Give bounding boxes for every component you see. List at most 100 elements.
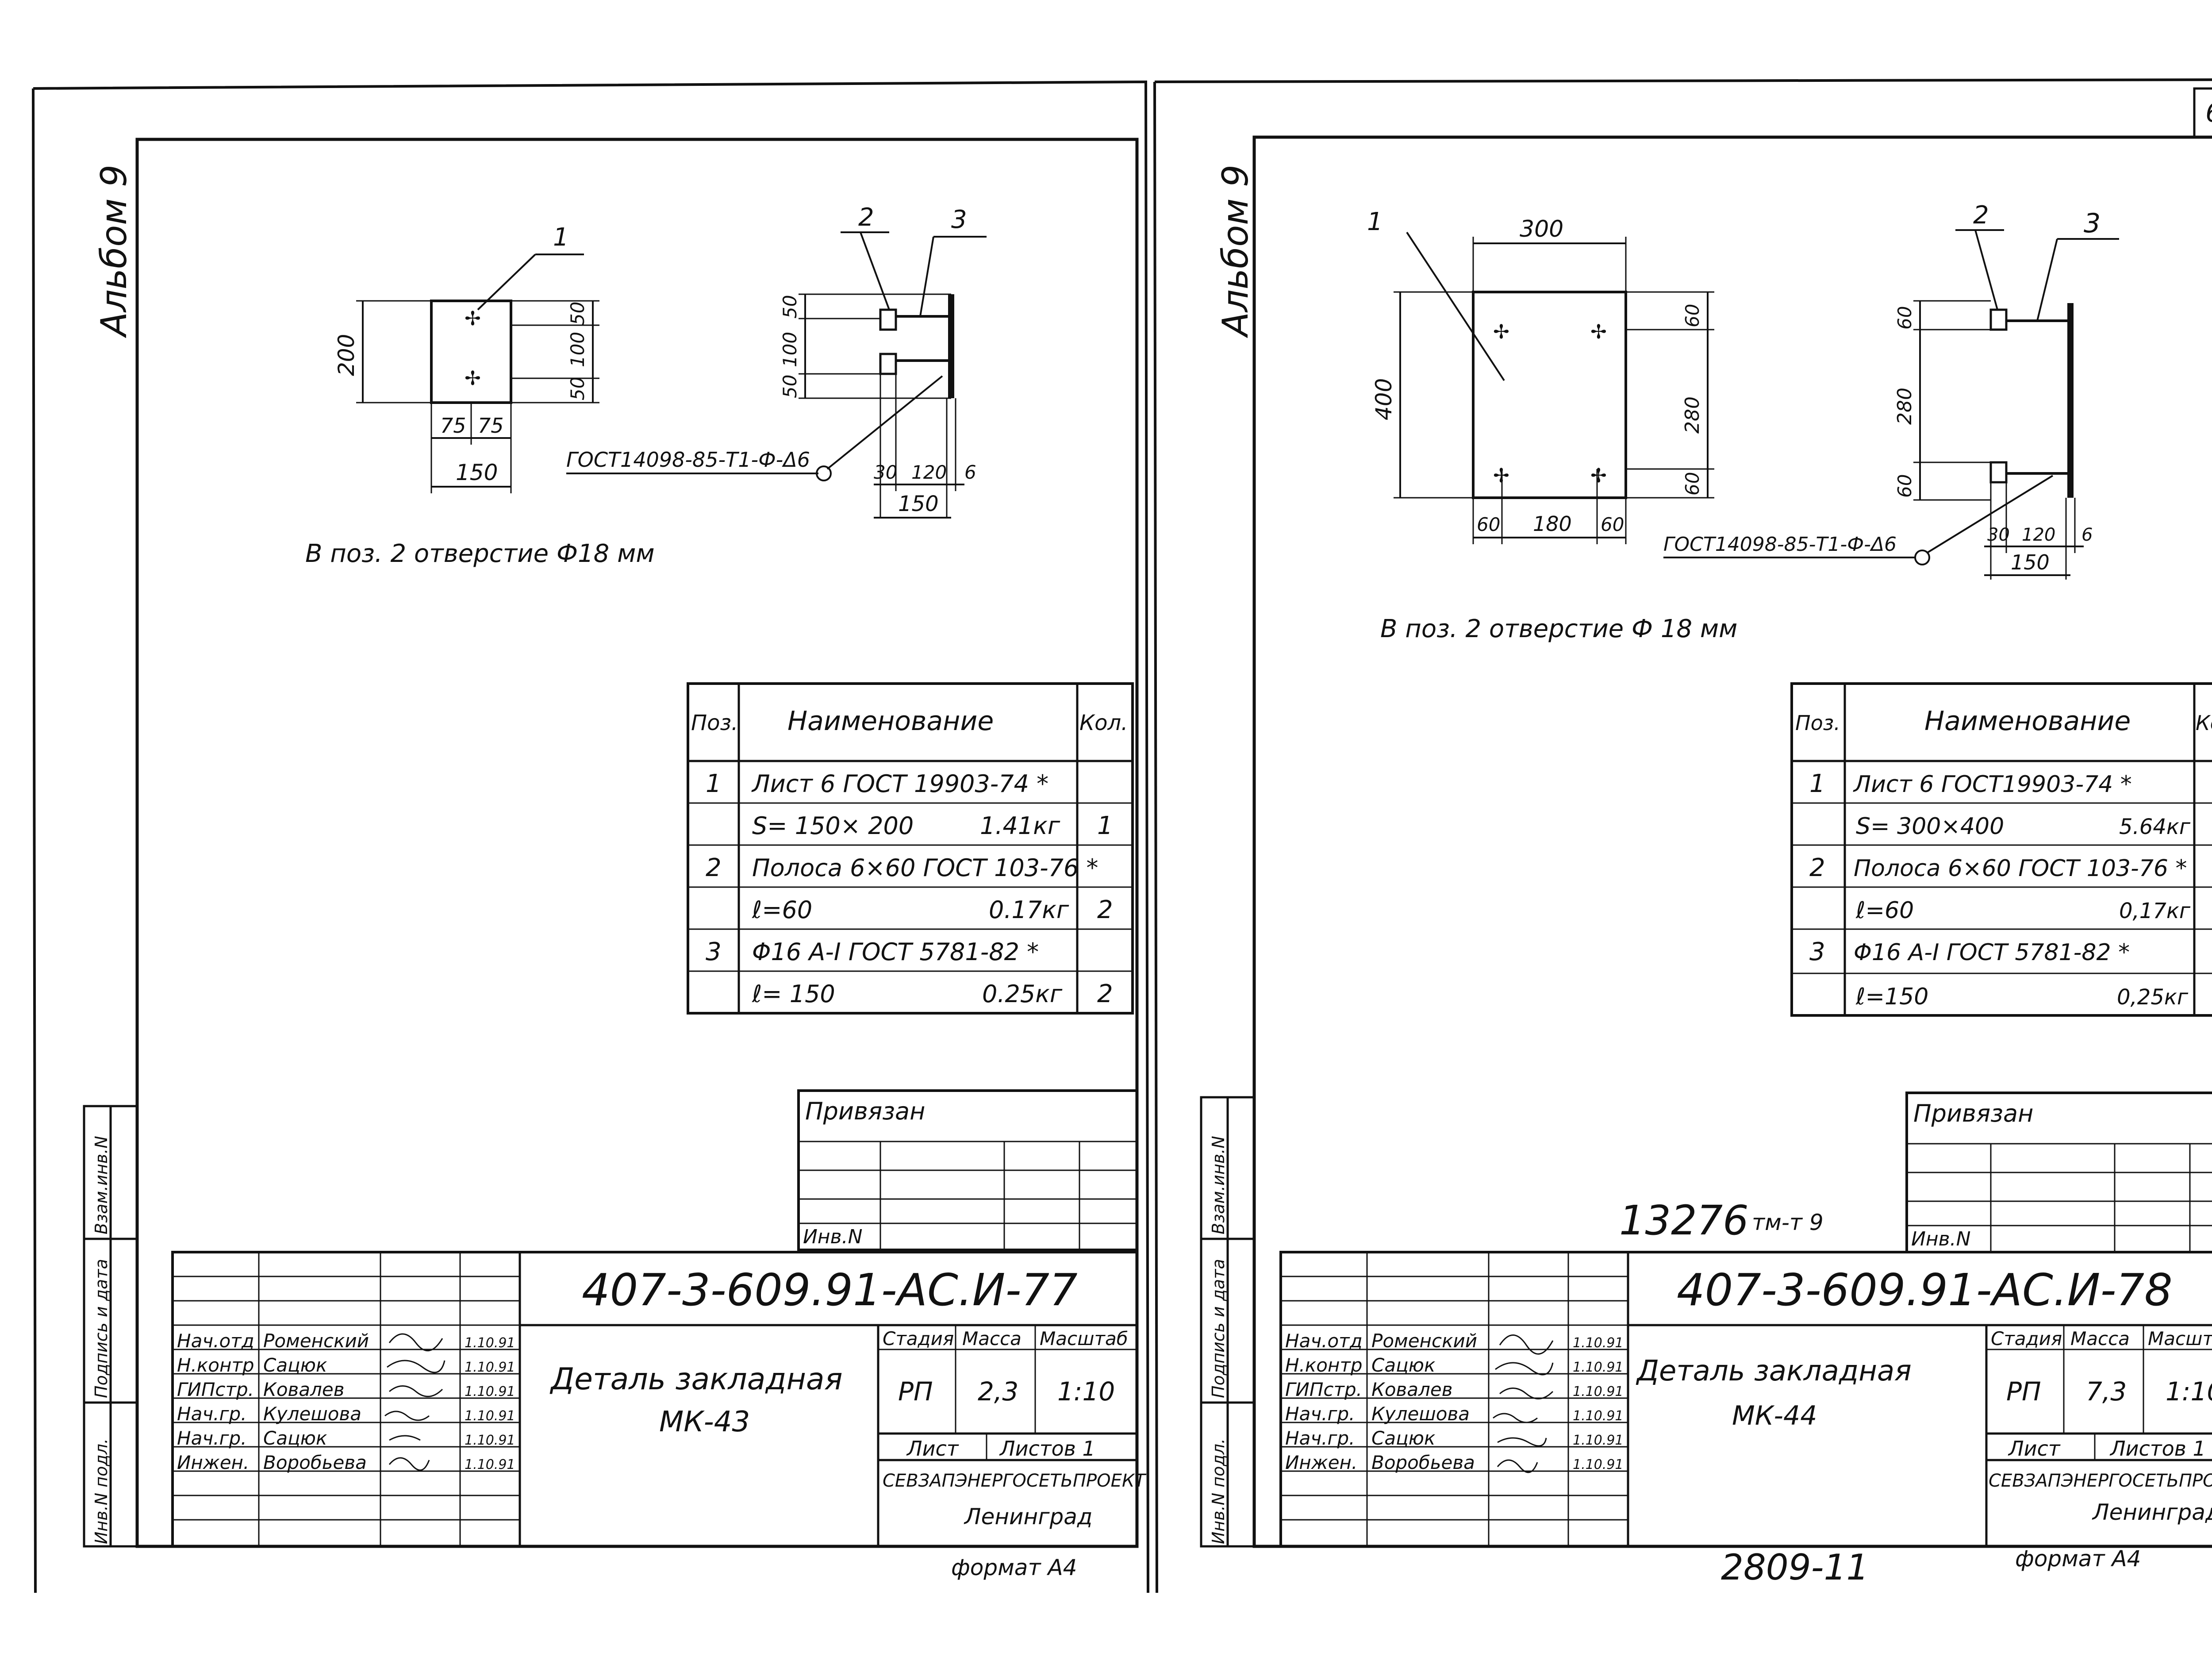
left-sheet-label: Лист	[906, 1437, 959, 1461]
right-dim-60-top: 60	[1682, 304, 1703, 327]
left-spec-r5-qty: 2	[1097, 980, 1113, 1008]
sheet-number: 65	[2205, 97, 2212, 128]
right-side-dim-60-top: 60	[1894, 306, 1916, 330]
right-org-line1: СЕВЗАПЭНЕРГОСЕТЬПРОЕКТ	[1989, 1471, 2212, 1491]
right-dim-300: 300	[1520, 216, 1563, 242]
left-spec-r3-qty: 2	[1097, 896, 1113, 924]
right-mass-label: Масса	[2070, 1328, 2130, 1349]
right-spec-r5-mass: 0,25кг	[2117, 985, 2189, 1010]
left-spec-table	[687, 682, 1134, 1015]
left-callout3-leader	[919, 236, 934, 317]
right-p4-name: Сацюк	[1371, 1427, 1436, 1449]
left-p0-name: Роменский	[263, 1330, 369, 1352]
left-p0-role: Нач.отд	[177, 1330, 254, 1352]
right-dim-60-right: 60	[1601, 514, 1624, 535]
right-spec-r4-name: Φ16 A-I ГОСТ 5781-82 *	[1854, 939, 2130, 966]
left-side-dim-100: 100	[779, 332, 801, 367]
left-sheets-label: Листов 1	[999, 1437, 1095, 1461]
right-p3-name: Кулешова	[1371, 1403, 1470, 1425]
left-sheet: Альбом 9 ✢ ✢ 200 50 100 50 75 75 150 1	[32, 80, 1149, 1593]
right-sheet: 65 Альбом 9 ✢ ✢ ✢ ✢ 400 300 60 280 60 60…	[1153, 78, 2212, 1593]
left-format: формат А4	[951, 1555, 1077, 1580]
right-mass: 7,3	[2086, 1376, 2127, 1407]
right-scale-label: Масштаб	[2148, 1328, 2212, 1349]
left-callout2-leader	[860, 232, 890, 310]
right-stage: РП	[2006, 1376, 2041, 1407]
left-side-dim-6: 6	[964, 461, 976, 483]
right-stamp-podpis: Подпись и дата	[1209, 1259, 1228, 1398]
left-callout1-leader	[477, 254, 536, 311]
left-scale: 1:10	[1057, 1376, 1115, 1407]
left-spec-r1-name: S= 150× 200	[752, 812, 914, 840]
left-doc-code: 407-3-609.91-АС.И-77	[582, 1264, 1078, 1316]
left-p3-name: Кулешова	[263, 1403, 361, 1425]
left-side-strip-top	[879, 308, 897, 331]
right-signatures	[1493, 1334, 1554, 1473]
left-spec-r2-pos: 2	[706, 853, 722, 882]
left-spec-h-pos: Поз.	[691, 711, 738, 735]
left-side-dim-150: 150	[898, 492, 939, 516]
left-dim-50-top: 50	[567, 302, 588, 325]
left-dim-50-bottom: 50	[567, 377, 588, 400]
right-callout2-leader	[1974, 230, 1998, 310]
right-p5-date: 1.10.91	[1573, 1457, 1624, 1472]
right-callout-2: 2	[1973, 201, 1989, 230]
right-org-line2: Ленинград	[2092, 1499, 2212, 1525]
left-signatures	[384, 1333, 445, 1471]
left-album-label: Альбом 9	[93, 165, 134, 338]
right-side-dim-6: 6	[2081, 525, 2093, 545]
left-weld-leader	[826, 375, 943, 470]
right-stud-mark-4: ✢	[1590, 465, 1607, 487]
left-p1-date: 1.10.91	[465, 1360, 515, 1375]
left-p5-name: Воробьева	[263, 1452, 367, 1473]
right-title-block-grid	[1279, 1251, 2212, 1548]
left-callout-1: 1	[553, 223, 569, 252]
right-side-strip-top	[1989, 308, 2008, 331]
right-dim-180: 180	[1533, 512, 1572, 536]
right-spec-r2-pos: 2	[1809, 853, 1825, 882]
left-p5-role: Инжен.	[177, 1452, 249, 1473]
left-side-dim-50-top: 50	[779, 295, 801, 319]
left-side-dim-30: 30	[874, 461, 897, 483]
left-p0-date: 1.10.91	[465, 1335, 515, 1351]
right-spec-r1-name: S= 300×400	[1856, 813, 2004, 840]
right-hole-note: В поз. 2 отверстие Ф 18 мм	[1380, 615, 1737, 643]
right-p1-name: Сацюк	[1371, 1354, 1436, 1376]
left-spec-r1-mass: 1.41кг	[980, 812, 1060, 840]
left-spec-r5-name: ℓ= 150	[752, 980, 835, 1008]
right-callout3-leader	[2036, 238, 2058, 321]
right-weld-note: ГОСТ14098-85-Т1-Ф-Δ6	[1663, 533, 1897, 556]
right-p3-role: Нач.гр.	[1285, 1403, 1355, 1425]
right-p5-role: Инжен.	[1285, 1452, 1357, 1473]
left-privyazan: Привязан	[805, 1097, 925, 1125]
left-mass: 2,3	[978, 1376, 1018, 1407]
left-dim-75a: 75	[440, 414, 466, 438]
right-side-stamp	[1200, 1096, 1256, 1548]
right-spec-table	[1790, 682, 2212, 1017]
right-sheet-number-box	[2193, 87, 2212, 138]
right-spec-rows: 1 Лист 6 ГОСТ19903-74 * S= 300×400 5.64к…	[1809, 769, 2191, 1010]
right-p0-date: 1.10.91	[1573, 1335, 1624, 1351]
left-stage-label: Стадия	[883, 1328, 954, 1349]
left-privyazan-block	[797, 1089, 1138, 1251]
right-p3-date: 1.10.91	[1573, 1408, 1624, 1424]
left-spec-r0-name: Лист 6 ГОСТ 19903-74 *	[751, 770, 1048, 798]
right-spec-h-pos: Поз.	[1795, 711, 1840, 735]
left-inv-label: Инв.N	[803, 1226, 863, 1248]
left-stamp-podpis: Подпись и дата	[92, 1259, 111, 1398]
right-p0-name: Роменский	[1371, 1330, 1477, 1352]
right-outer-frame-left	[1153, 81, 1158, 1593]
right-p0-role: Нач.отд	[1285, 1330, 1363, 1352]
left-p3-date: 1.10.91	[465, 1408, 515, 1424]
right-weld-circle	[1914, 550, 1930, 565]
right-p5-name: Воробьева	[1371, 1452, 1475, 1473]
right-sheets-label: Листов 1	[2109, 1437, 2206, 1461]
right-callout1-leader	[1406, 231, 1505, 381]
right-plate-front	[1472, 291, 1627, 499]
right-spec-r1-mass: 5.64кг	[2119, 815, 2191, 839]
right-side-strip-bottom	[1989, 461, 2008, 484]
left-p4-date: 1.10.91	[465, 1433, 515, 1448]
right-album-label: Альбом 9	[1215, 165, 1256, 338]
right-spec-r0-name: Лист 6 ГОСТ19903-74 *	[1853, 771, 2132, 798]
